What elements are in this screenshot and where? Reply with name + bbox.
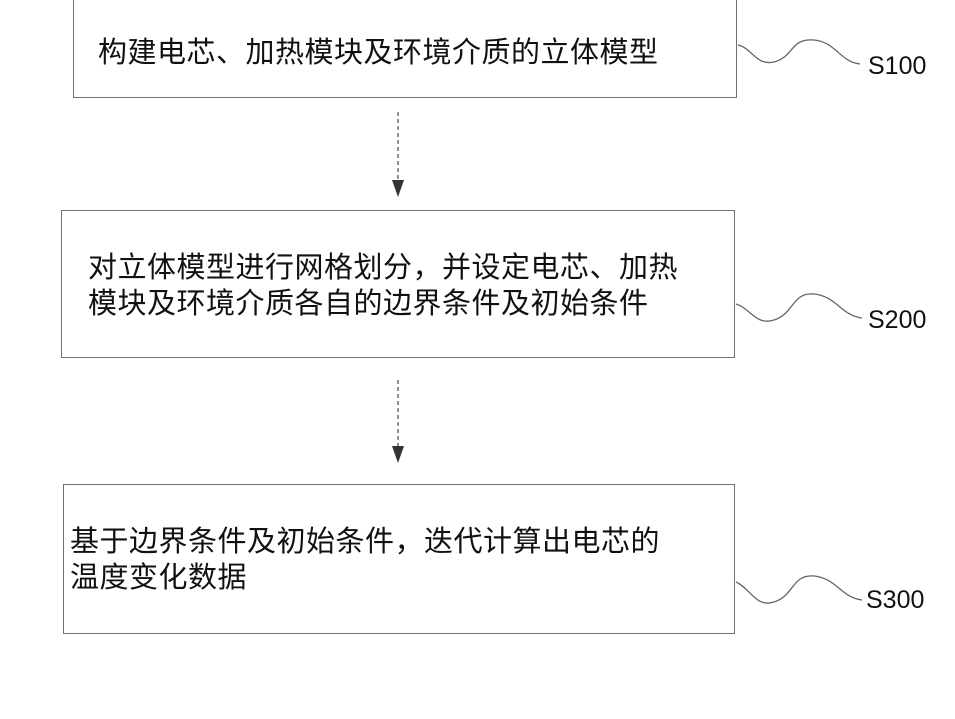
leader-line-s200 [736, 294, 862, 321]
leader-line-s100 [738, 40, 860, 64]
arrow-s200-to-s300 [392, 380, 404, 463]
arrow-s100-to-s200 [392, 112, 404, 197]
leader-line-s300 [736, 576, 862, 603]
